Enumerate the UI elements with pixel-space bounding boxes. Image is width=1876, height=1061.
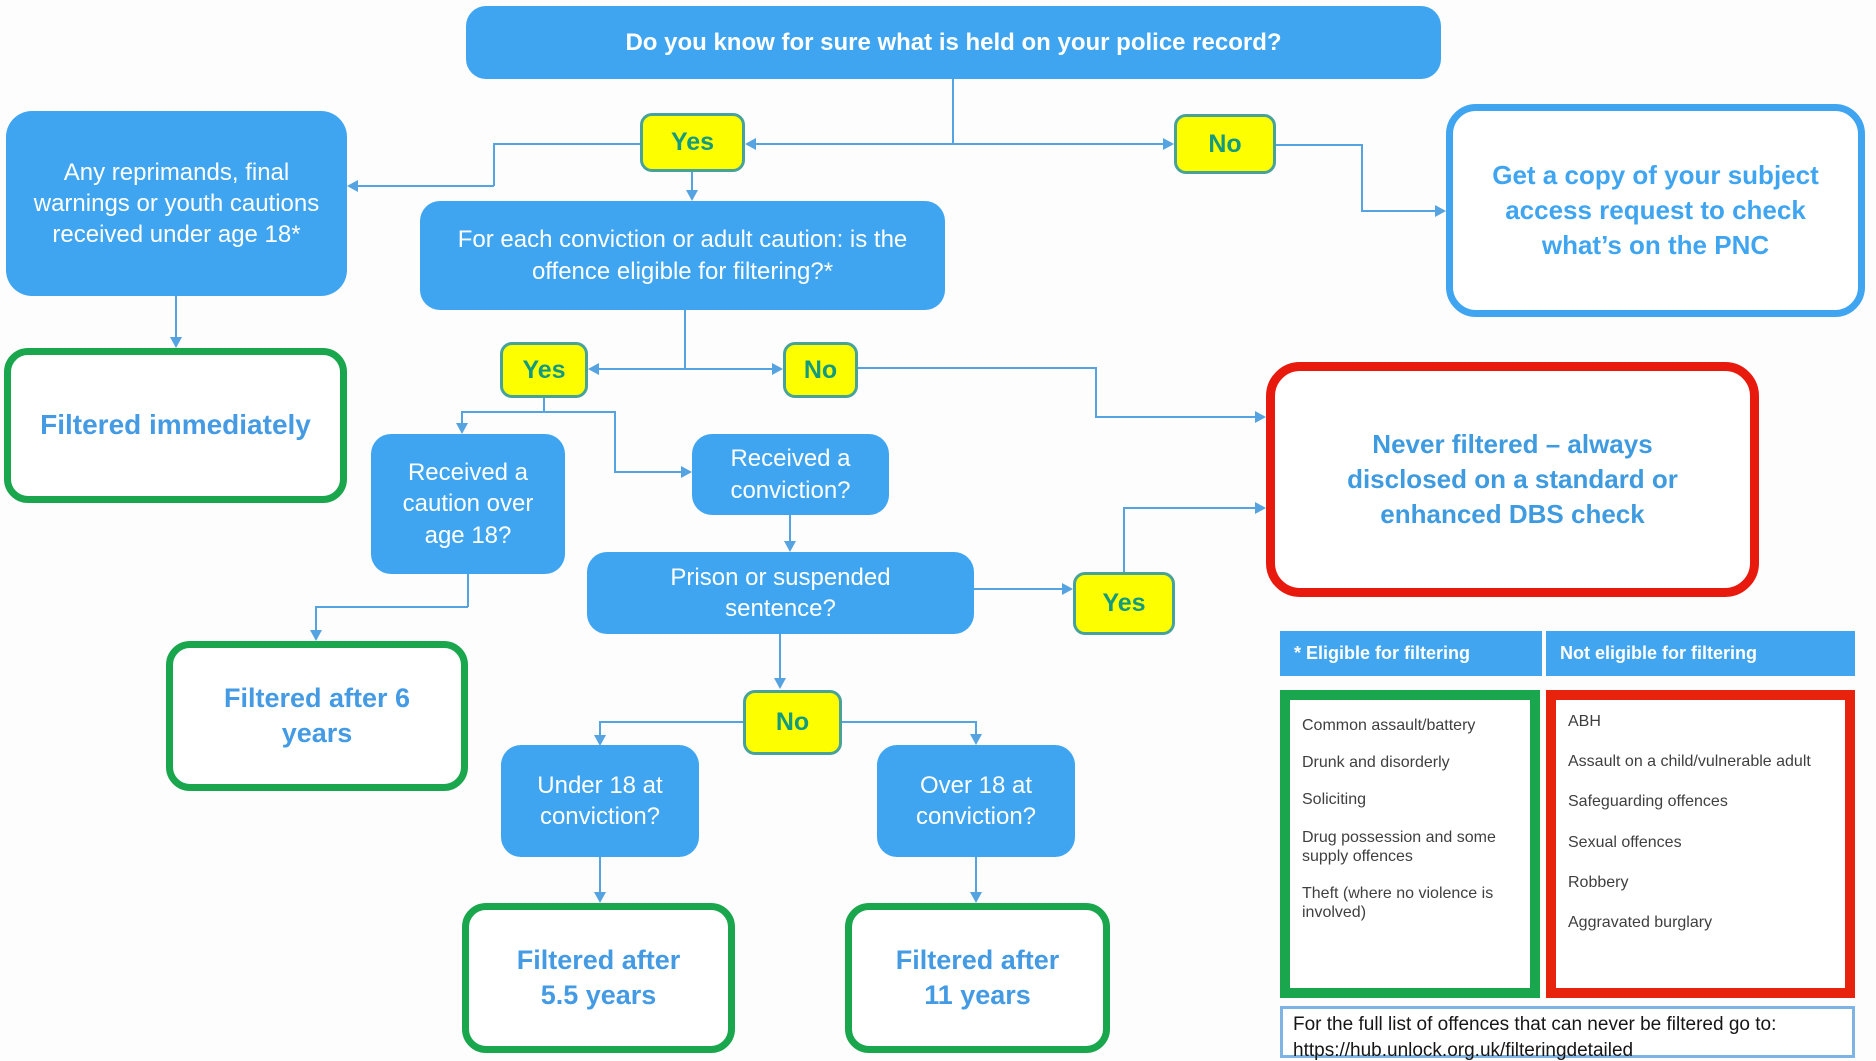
connector-line — [599, 721, 601, 735]
list-item: Robbery — [1568, 873, 1629, 891]
node-received-conviction: Received a conviction? — [692, 434, 889, 515]
connector-line — [601, 721, 743, 723]
connector-line — [175, 296, 177, 337]
no-badge-prison: No — [743, 690, 842, 755]
note-text: For the full list of offences that can n… — [1293, 1014, 1777, 1035]
connector-line — [462, 411, 616, 413]
arrowhead-down — [594, 892, 606, 903]
list-item: Safeguarding offences — [1568, 793, 1728, 811]
eligible-offence-list: Common assault/battery Drunk and disorde… — [1280, 690, 1540, 998]
connector-line — [461, 411, 463, 424]
note-url: https://hub.unlock.org.uk/filteringdetai… — [1293, 1039, 1634, 1061]
arrowhead-left — [588, 363, 599, 375]
list-item: Sexual offences — [1568, 833, 1682, 851]
list-item: Aggravated burglary — [1568, 913, 1713, 931]
arrowhead-down — [774, 678, 786, 689]
arrowhead-down — [310, 630, 322, 641]
outcome-never-filtered: Never filtered – always disclosed on a s… — [1266, 362, 1759, 597]
arrowhead-down — [170, 337, 182, 348]
arrowhead-left — [347, 180, 358, 192]
connector-line — [1123, 507, 1255, 509]
outcome-filtered-after-6-years: Filtered after 6 years — [166, 641, 468, 791]
arrowhead-right — [772, 363, 783, 375]
arrowhead-right — [1435, 205, 1446, 217]
outcome-filtered-immediately: Filtered immediately — [4, 348, 347, 503]
connector-line — [1361, 144, 1363, 211]
arrowhead-right — [1163, 138, 1174, 150]
node-question-police-record: Do you know for sure what is held on you… — [466, 6, 1441, 79]
no-badge-top: No — [1174, 114, 1276, 174]
connector-line — [975, 857, 977, 892]
yes-badge-top: Yes — [640, 113, 745, 172]
connector-line — [1361, 210, 1435, 212]
node-over-18-at-conviction: Over 18 at conviction? — [877, 745, 1075, 857]
connector-line — [691, 172, 693, 191]
list-item: Common assault/battery — [1302, 717, 1476, 734]
connector-line — [614, 411, 616, 472]
connector-line — [1276, 144, 1362, 146]
node-under-18-at-conviction: Under 18 at conviction? — [501, 745, 699, 857]
connector-line — [1095, 416, 1255, 418]
yes-badge-eligible: Yes — [500, 342, 588, 398]
table-header-not-eligible: Not eligible for filtering — [1546, 631, 1855, 676]
connector-line — [684, 310, 686, 369]
connector-line — [614, 471, 682, 473]
outcome-filtered-after-5-5-years: Filtered after 5.5 years — [462, 903, 735, 1053]
arrowhead-down — [970, 892, 982, 903]
arrowhead-down — [970, 734, 982, 745]
arrowhead-right — [1255, 502, 1266, 514]
connector-line — [599, 368, 685, 370]
connector-line — [684, 368, 772, 370]
arrowhead-down — [686, 190, 698, 201]
list-item: Drunk and disorderly — [1302, 754, 1450, 772]
outcome-filtered-after-11-years: Filtered after 11 years — [845, 903, 1110, 1053]
connector-line — [316, 606, 468, 608]
connector-line — [953, 143, 1163, 145]
not-eligible-offence-list: ABH Assault on a child/vulnerable adult … — [1546, 690, 1855, 998]
connector-line — [974, 588, 1062, 590]
node-received-caution-over-18: Received a caution over age 18? — [371, 434, 565, 574]
node-get-subject-access-request: Get a copy of your subject access reques… — [1446, 104, 1865, 317]
connector-line — [756, 143, 953, 145]
arrowhead-down — [784, 541, 796, 552]
list-item: Soliciting — [1302, 791, 1367, 809]
node-prison-or-suspended-sentence: Prison or suspended sentence? — [587, 552, 974, 634]
connector-line — [1123, 508, 1125, 572]
arrowhead-right — [1062, 583, 1073, 595]
connector-line — [358, 185, 494, 187]
connector-line — [975, 721, 977, 734]
list-item: Theft (where no violence is involved) — [1302, 884, 1494, 922]
connector-line — [467, 574, 469, 607]
yes-badge-prison: Yes — [1073, 572, 1175, 635]
node-reprimands-youth-cautions: Any reprimands, final warnings or youth … — [6, 111, 347, 296]
connector-line — [952, 79, 954, 144]
connector-line — [315, 606, 317, 630]
arrowhead-right — [681, 466, 692, 478]
arrowhead-down — [594, 735, 606, 746]
connector-line — [493, 143, 495, 186]
connector-line — [1095, 367, 1097, 417]
connector-line — [858, 367, 1096, 369]
list-item: Drug possession and some supply offences — [1302, 828, 1496, 865]
no-badge-eligible: No — [783, 342, 858, 398]
node-offence-eligible-filtering: For each conviction or adult caution: is… — [420, 201, 945, 310]
arrowhead-right — [1255, 411, 1266, 423]
connector-line — [779, 634, 781, 678]
connector-line — [842, 721, 976, 723]
connector-line — [494, 143, 640, 145]
arrowhead-left — [745, 138, 756, 150]
arrowhead-down — [456, 423, 468, 434]
list-item: ABH — [1568, 713, 1601, 730]
full-list-note: For the full list of offences that can n… — [1280, 1006, 1855, 1061]
connector-line — [789, 515, 791, 541]
list-item: Assault on a child/vulnerable adult — [1568, 753, 1811, 771]
table-header-eligible: * Eligible for filtering — [1280, 631, 1542, 676]
connector-line — [599, 857, 601, 892]
connector-line — [543, 398, 545, 412]
